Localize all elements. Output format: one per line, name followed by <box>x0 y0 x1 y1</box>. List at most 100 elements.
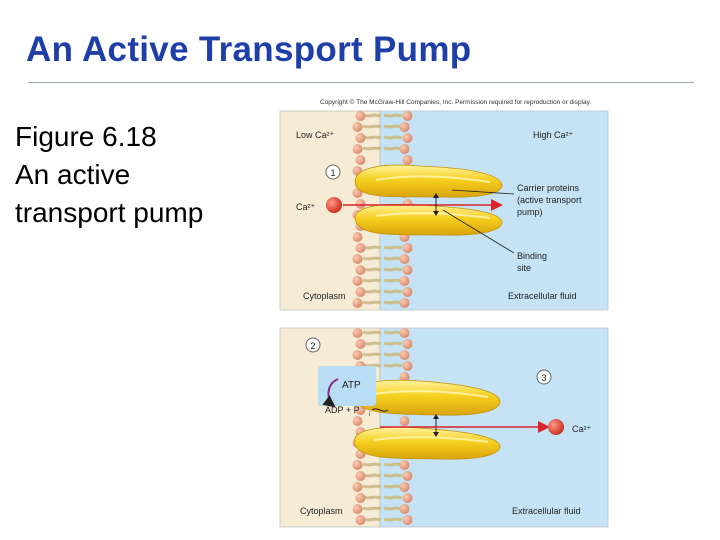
lipid-head <box>352 350 363 360</box>
step1-number: 1 <box>330 168 335 178</box>
step3-badge <box>536 369 552 385</box>
lipid-head <box>402 243 413 253</box>
lipid-tail <box>362 462 382 467</box>
lipid-tail <box>383 124 403 129</box>
carrier-protein-label-3: pump) <box>517 207 543 217</box>
lipid-head <box>355 111 366 121</box>
lipid-tail <box>362 267 382 272</box>
lipid-head <box>355 493 366 503</box>
lipid-tail <box>362 506 382 511</box>
lipid-tail <box>383 473 403 478</box>
lipid-head <box>399 372 410 382</box>
lipid-tail <box>362 517 382 522</box>
lipid-tail <box>383 330 403 335</box>
lipid-head <box>399 482 410 492</box>
lipid-tail <box>383 363 403 368</box>
lipid-tail <box>362 146 382 151</box>
lipid-head <box>355 265 366 275</box>
lipid-head <box>399 350 410 360</box>
top-cytoplasm-label: Cytoplasm <box>303 291 346 301</box>
caption-line-1: Figure 6.18 <box>15 121 157 152</box>
lipid-head <box>402 339 413 349</box>
top-extracellular-label: Extracellular fluid <box>508 291 577 301</box>
lipid-head <box>402 471 413 481</box>
lipid-tail <box>362 363 382 368</box>
lipid-tail <box>362 300 382 305</box>
lipid-head <box>399 298 410 308</box>
lipid-head <box>352 298 363 308</box>
lipid-tail <box>383 495 403 500</box>
lipid-tail <box>362 256 382 261</box>
lipid-head <box>352 328 363 338</box>
carrier-pointer-line <box>451 189 515 195</box>
lipid-tail <box>383 517 403 522</box>
lipid-tail <box>362 124 382 129</box>
lipid-tail <box>383 267 403 272</box>
lipid-head <box>352 460 363 470</box>
step1-badge <box>325 164 341 180</box>
step3-number: 3 <box>541 373 546 383</box>
lipid-head <box>352 482 363 492</box>
lipid-head <box>402 155 413 165</box>
lipid-head <box>399 276 410 286</box>
lipid-tail <box>362 484 382 489</box>
figure-caption: Figure 6.18 An active transport pump <box>15 118 260 232</box>
lipid-head <box>352 504 363 514</box>
lipid-tail <box>383 278 403 283</box>
lipid-head <box>352 416 363 426</box>
top-carrier-protein <box>354 164 503 236</box>
atp-label: ATP <box>342 380 361 391</box>
slide-title: An Active Transport Pump <box>26 30 472 69</box>
lipid-head <box>352 276 363 286</box>
phosphate-arrow <box>371 408 389 412</box>
lipid-tail <box>383 289 403 294</box>
lipid-tail <box>383 352 403 357</box>
lipid-head <box>402 287 413 297</box>
lipid-head <box>355 199 366 209</box>
lipid-head <box>402 361 413 371</box>
lipid-head <box>399 254 410 264</box>
lipid-head <box>399 328 410 338</box>
lipid-head <box>352 232 363 242</box>
adp-subscript: i <box>369 412 370 418</box>
bottom-carrier-protein <box>353 379 501 460</box>
bottom-extracellular-label: Extracellular fluid <box>512 506 581 516</box>
lipid-tail <box>362 135 382 140</box>
lipid-tail <box>362 289 382 294</box>
lipid-tail <box>383 300 403 305</box>
lipid-tail <box>383 462 403 467</box>
lipid-head <box>399 504 410 514</box>
lipid-tail <box>383 484 403 489</box>
top-ion-label: Ca²⁺ <box>296 202 316 212</box>
lipid-head <box>402 265 413 275</box>
lipid-tail <box>383 256 403 261</box>
bottom-panel: ATP ADP + P i 2 3 Ca²⁺ Cytoplasm Extrace… <box>279 327 609 528</box>
title-divider <box>28 82 694 83</box>
copyright-notice: Copyright © The McGraw-Hill Companies, I… <box>320 99 592 106</box>
lipid-tail <box>383 146 403 151</box>
lipid-head <box>352 122 363 132</box>
atp-energy-arrow <box>322 378 339 408</box>
top-panel: 1 Low Ca²⁺ High Ca²⁺ Ca²⁺ Carrier protei… <box>279 110 609 311</box>
lipid-tail <box>383 135 403 140</box>
carrier-protein-label-1: Carrier proteins <box>517 183 580 193</box>
step2-badge <box>305 337 321 353</box>
lipid-tail <box>362 352 382 357</box>
step2-number: 2 <box>310 341 315 351</box>
lipid-head <box>355 133 366 143</box>
lipid-tail <box>383 113 403 118</box>
lipid-tail <box>362 113 382 118</box>
lipid-tail <box>362 495 382 500</box>
lipid-head <box>399 144 410 154</box>
lipid-head <box>402 111 413 121</box>
lipid-head <box>355 471 366 481</box>
lipid-head <box>355 243 366 253</box>
lipid-tail <box>362 330 382 335</box>
low-calcium-label: Low Ca²⁺ <box>296 130 335 140</box>
lipid-tail <box>362 278 382 283</box>
lipid-head <box>402 515 413 525</box>
lipid-tail <box>383 506 403 511</box>
caption-line-3: transport pump <box>15 197 204 228</box>
binding-site-label-2: site <box>517 263 531 273</box>
